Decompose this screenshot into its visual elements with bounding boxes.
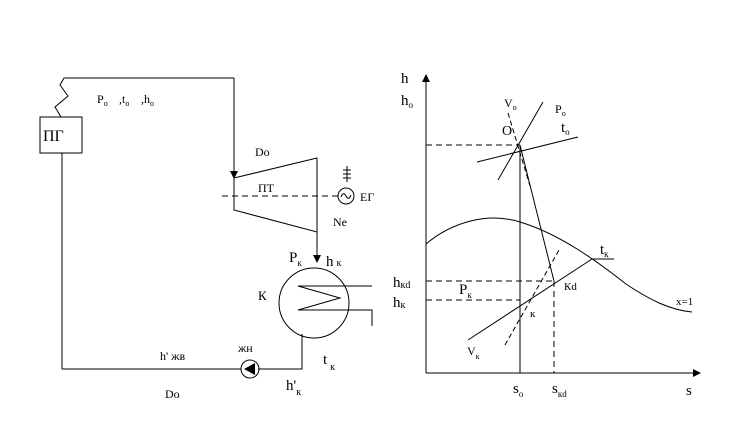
power-label: Ne [333, 215, 347, 229]
v0-isochore [507, 112, 531, 187]
condenser-circle [278, 267, 350, 339]
hkd-label: hкd [393, 275, 410, 291]
steam-generator-box [39, 116, 83, 154]
point-o-label: O [502, 124, 512, 139]
saturation-curve [425, 217, 693, 313]
electric-generator-label: ЕГ [360, 190, 374, 204]
h-axis-label: h [401, 71, 409, 87]
sine-icon [340, 193, 352, 199]
pk-left-label: Pк [289, 250, 302, 268]
p0-label: Po [97, 92, 108, 108]
terminal-icon [343, 166, 351, 182]
electric-generator-circle [337, 187, 355, 205]
heat-input-zigzag [54, 77, 234, 118]
pk-label-hs: Pк [459, 282, 472, 300]
hk-label-hs: hк [393, 295, 406, 311]
vk-isochore [504, 249, 560, 346]
p0-isobar [497, 101, 544, 181]
t0-label-hs: to [561, 120, 570, 137]
x1-label: x=1 [676, 296, 693, 308]
hs-diagram [422, 74, 701, 377]
condensate-line [258, 334, 303, 370]
condenser-label: К [258, 288, 267, 303]
feedwater-label: h' жв [160, 349, 185, 363]
pump-arrow-icon [244, 363, 255, 375]
skd-label: sкd [552, 381, 567, 399]
cooling-coil [297, 285, 373, 326]
s-axis-label: s [686, 383, 692, 399]
t0-label: ,to [119, 92, 129, 108]
tk-label-hs: tк [600, 242, 609, 259]
flow-bottom-label: Do [165, 387, 180, 401]
hk-prime-label: h'к [286, 378, 301, 398]
turbine-shape [233, 157, 318, 233]
v0-label: Vo [504, 96, 517, 112]
plant-scheme [39, 77, 373, 379]
s0-label: so [513, 381, 524, 399]
expansion-line [519, 144, 555, 282]
h0-label: ,ho [141, 92, 154, 108]
h0-axis-label: ho [401, 93, 414, 110]
kd-point-label: Кd [564, 281, 577, 293]
feedwater-line [61, 153, 241, 370]
flow-top-label: Do [255, 145, 270, 159]
turbine-label: ПТ [258, 181, 275, 195]
t0-isotherm [476, 136, 579, 163]
pump-label: жн [237, 341, 253, 355]
p0-label-hs: Po [555, 102, 566, 118]
pk-isobar [467, 258, 593, 341]
vk-label: Vк [467, 344, 480, 361]
k-point-label: к [530, 308, 536, 320]
steam-generator-label: ПГ [43, 128, 64, 145]
